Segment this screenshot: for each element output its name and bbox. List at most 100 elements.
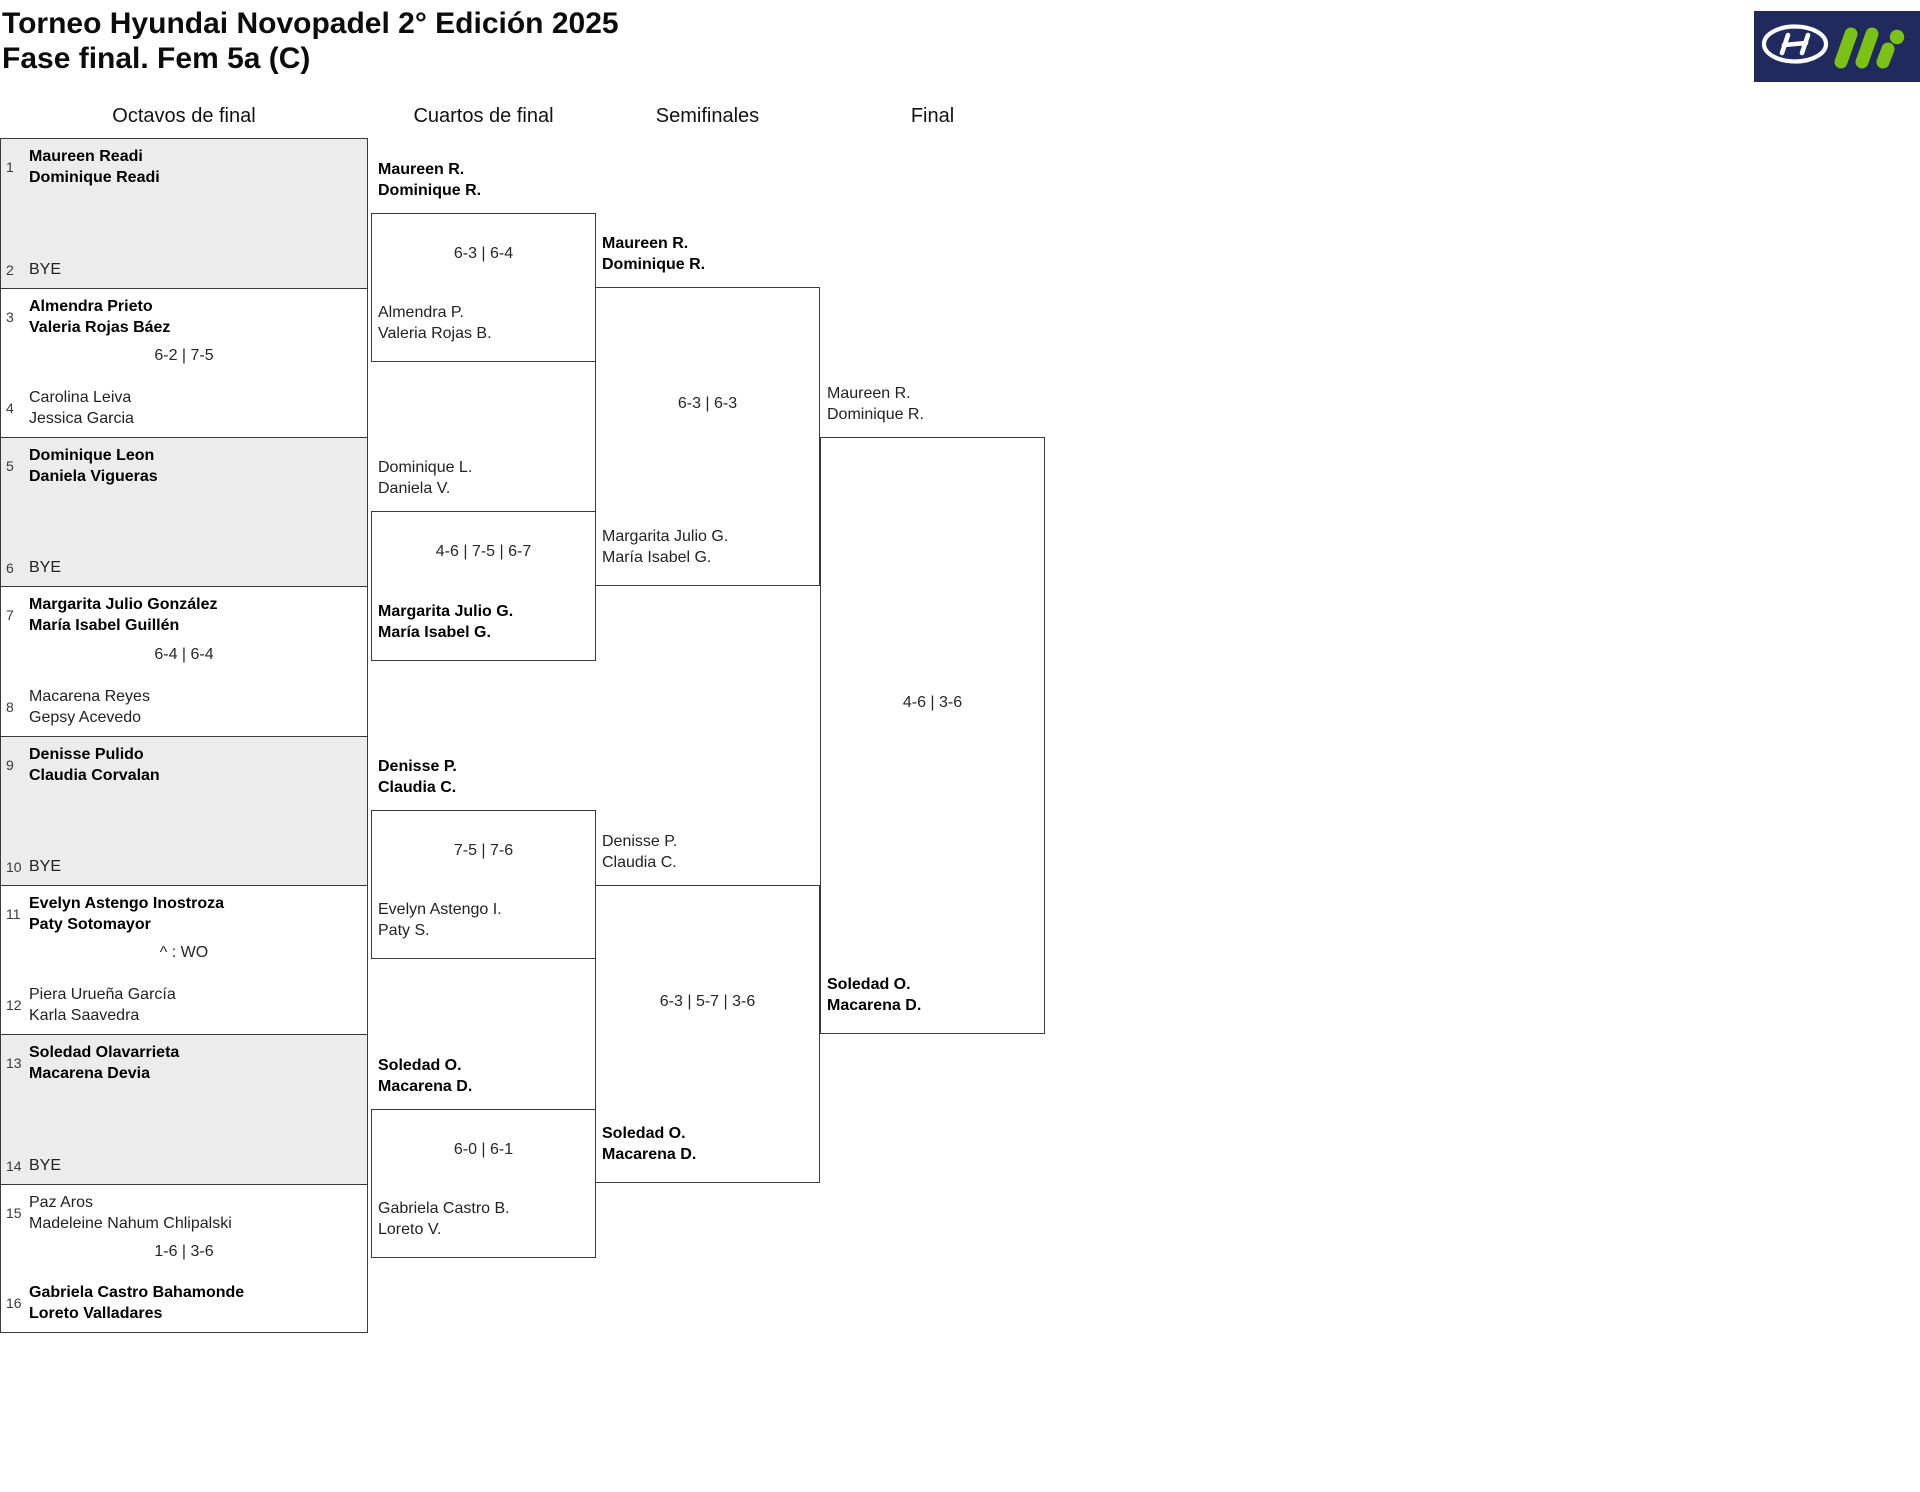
team-names: Gabriela Castro Bahamonde Loreto Vallada… bbox=[29, 1284, 245, 1322]
team-row: 12 Piera Urueña García Karla Saavedra bbox=[6, 984, 363, 1026]
octavos-match-3: 5 Dominique Leon Daniela Vigueras 6 BYE bbox=[0, 437, 368, 586]
cuartos-match-1: Maureen R. Dominique R. 6-3 | 6-4 Almend… bbox=[371, 161, 596, 362]
team-names: Denisse P. Claudia C. bbox=[378, 758, 457, 796]
team-names: Paz Aros Madeleine Nahum Chlipalski bbox=[29, 1194, 232, 1232]
team-row: 11 Evelyn Astengo Inostroza Paty Sotomay… bbox=[6, 893, 363, 935]
match-score: 7-5 | 7-6 bbox=[453, 842, 514, 859]
team-row: 10 BYE bbox=[6, 856, 363, 877]
team-names: Dominique Leon Daniela Vigueras bbox=[29, 447, 158, 485]
seed-number: 2 bbox=[6, 261, 14, 278]
seed-number: 1 bbox=[6, 159, 14, 175]
round-header-octavos: Octavos de final bbox=[112, 105, 256, 127]
team-names: Almendra Prieto Valeria Rojas Báez bbox=[29, 298, 171, 336]
cuartos-match-4: Soledad O. Macarena D. 6-0 | 6-1 Gabriel… bbox=[371, 1057, 596, 1258]
team-names: Dominique L. Daniela V. bbox=[378, 459, 473, 497]
seed-number: 3 bbox=[6, 309, 14, 325]
match-score: 1-6 | 3-6 bbox=[154, 1242, 214, 1260]
team-names: Soledad O. Macarena D. bbox=[602, 1125, 697, 1163]
team-names: Margarita Julio G. María Isabel G. bbox=[602, 528, 729, 566]
seed-number: 5 bbox=[6, 458, 14, 474]
round-header-cuartos: Cuartos de final bbox=[413, 105, 554, 127]
team-names: BYE bbox=[29, 858, 62, 875]
octavos-match-7: 13 Soledad Olavarrieta Macarena Devia 14… bbox=[0, 1034, 368, 1184]
team-row: 7 Margarita Julio González María Isabel … bbox=[6, 594, 363, 636]
page-title-line2: Fase final. Fem 5a (C) bbox=[2, 42, 311, 75]
team-row: 8 Macarena Reyes Gepsy Acevedo bbox=[6, 686, 363, 728]
seed-number: 16 bbox=[6, 1295, 22, 1311]
team-names: Carolina Leiva Jessica Garcia bbox=[29, 389, 134, 427]
logo-background bbox=[1754, 11, 1920, 82]
team-names: Soledad O. Macarena D. bbox=[827, 976, 922, 1014]
team-row: 15 Paz Aros Madeleine Nahum Chlipalski bbox=[6, 1192, 363, 1234]
seed-number: 10 bbox=[6, 858, 22, 875]
sponsor-logo-graphic bbox=[1754, 11, 1920, 82]
team-names: Maureen Readi Dominique Readi bbox=[29, 148, 160, 186]
team-row: 9 Denisse Pulido Claudia Corvalan bbox=[6, 744, 363, 786]
team-names: BYE bbox=[29, 261, 62, 278]
seed-number: 12 bbox=[6, 997, 22, 1013]
round-header-semifinales: Semifinales bbox=[655, 105, 760, 127]
team-row: 2 BYE bbox=[6, 259, 363, 280]
team-names: Evelyn Astengo Inostroza Paty Sotomayor bbox=[29, 895, 224, 933]
team-names: BYE bbox=[29, 559, 62, 576]
seed-number: 11 bbox=[6, 906, 21, 922]
seed-number: 14 bbox=[6, 1157, 22, 1174]
m-dot-icon bbox=[1834, 27, 1905, 69]
page-title: Torneo Hyundai Novopadel 2° Edición 2025… bbox=[2, 6, 619, 76]
semifinal-match-1: Maureen R. Dominique R. 6-3 | 6-3 Margar… bbox=[595, 235, 820, 586]
team-names: Piera Urueña García Karla Saavedra bbox=[29, 986, 176, 1024]
match-score: 6-4 | 6-4 bbox=[154, 645, 214, 663]
seed-number: 7 bbox=[6, 607, 14, 623]
seed-number: 15 bbox=[6, 1205, 22, 1221]
octavos-match-2: 3 Almendra Prieto Valeria Rojas Báez 6-2… bbox=[0, 288, 368, 437]
team-names: BYE bbox=[29, 1157, 62, 1174]
team-row: 4 Carolina Leiva Jessica Garcia bbox=[6, 387, 363, 429]
team-names: Maureen R. Dominique R. bbox=[602, 235, 706, 273]
match-score: 6-3 | 6-3 bbox=[677, 395, 738, 412]
team-row: 3 Almendra Prieto Valeria Rojas Báez bbox=[6, 296, 363, 338]
team-names: Denisse P. Claudia C. bbox=[602, 833, 678, 871]
match-score: 6-0 | 6-1 bbox=[453, 1141, 514, 1158]
semifinal-match-2: Denisse P. Claudia C. 6-3 | 5-7 | 3-6 So… bbox=[595, 833, 820, 1183]
team-names: Margarita Julio G. María Isabel G. bbox=[378, 603, 514, 641]
team-names: Soledad Olavarrieta Macarena Devia bbox=[29, 1044, 180, 1082]
team-names: Soledad O. Macarena D. bbox=[378, 1057, 473, 1095]
match-score: 6-3 | 5-7 | 3-6 bbox=[659, 993, 756, 1010]
seed-number: 9 bbox=[6, 757, 14, 773]
octavos-match-1: 1 Maureen Readi Dominique Readi 2 BYE bbox=[0, 138, 368, 288]
match-score: 4-6 | 7-5 | 6-7 bbox=[435, 543, 532, 560]
team-row: 13 Soledad Olavarrieta Macarena Devia bbox=[6, 1042, 363, 1084]
team-row: 1 Maureen Readi Dominique Readi bbox=[6, 146, 363, 188]
team-row: 5 Dominique Leon Daniela Vigueras bbox=[6, 445, 363, 487]
octavos-match-5: 9 Denisse Pulido Claudia Corvalan 10 BYE bbox=[0, 736, 368, 885]
team-names: Maureen R. Dominique R. bbox=[827, 385, 924, 423]
team-row: 16 Gabriela Castro Bahamonde Loreto Vall… bbox=[6, 1282, 363, 1324]
cuartos-match-2: Dominique L. Daniela V. 4-6 | 7-5 | 6-7 … bbox=[371, 459, 596, 661]
match-score: 6-2 | 7-5 bbox=[154, 347, 214, 364]
octavos-match-8: 15 Paz Aros Madeleine Nahum Chlipalski 1… bbox=[0, 1184, 368, 1333]
seed-number: 13 bbox=[6, 1055, 22, 1071]
hyundai-icon bbox=[1761, 24, 1829, 64]
seed-number: 8 bbox=[6, 699, 14, 715]
team-row: 6 BYE bbox=[6, 557, 363, 578]
final-match: Maureen R. Dominique R. 4-6 | 3-6 Soleda… bbox=[820, 385, 1045, 1034]
team-row: 14 BYE bbox=[6, 1155, 363, 1176]
sponsor-logo bbox=[1754, 11, 1920, 82]
team-names: Evelyn Astengo I. Paty S. bbox=[378, 901, 502, 939]
seed-number: 6 bbox=[6, 559, 14, 576]
octavos-match-4: 7 Margarita Julio González María Isabel … bbox=[0, 586, 368, 736]
octavos-match-6: 11 Evelyn Astengo Inostroza Paty Sotomay… bbox=[0, 885, 368, 1034]
team-names: Macarena Reyes Gepsy Acevedo bbox=[29, 688, 150, 726]
team-names: Maureen R. Dominique R. bbox=[378, 161, 482, 199]
round-header-final: Final bbox=[910, 105, 955, 127]
team-names: Almendra P. Valeria Rojas B. bbox=[378, 304, 492, 342]
page-title-line1: Torneo Hyundai Novopadel 2° Edición 2025 bbox=[2, 7, 619, 40]
team-names: Denisse Pulido Claudia Corvalan bbox=[29, 746, 160, 784]
match-score: ^ : WO bbox=[159, 944, 209, 961]
cuartos-match-3: Denisse P. Claudia C. 7-5 | 7-6 Evelyn A… bbox=[371, 758, 596, 959]
team-names: Margarita Julio González María Isabel Gu… bbox=[29, 596, 218, 634]
match-score: 6-3 | 6-4 bbox=[453, 245, 514, 262]
seed-number: 4 bbox=[6, 400, 14, 416]
team-names: Gabriela Castro B. Loreto V. bbox=[378, 1200, 510, 1238]
